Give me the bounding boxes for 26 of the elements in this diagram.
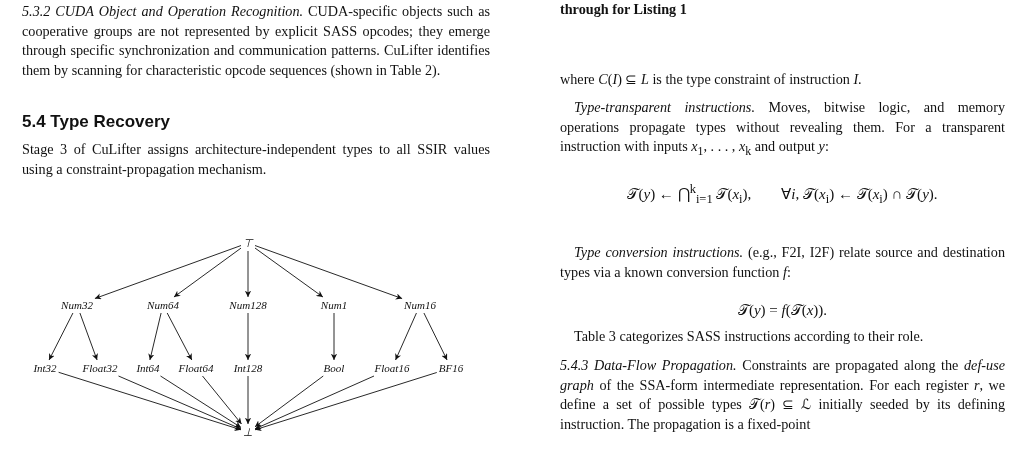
- type-label: ⊤: [243, 237, 253, 249]
- paragraph: Type conversion instructions. (e.g., F2I, I2F) relate source and destination types via a known conversion function f:: [560, 243, 1005, 282]
- type-label: Num1: [320, 299, 348, 311]
- paragraph: Type-transparent instructions. Moves, bitwise logic, and memory operations propagate types without revealing them. For a transparent instruction with inputs x$_{1}$, . . . , x$_{k}$ and output y:: [560, 98, 1005, 160]
- type-label: Num32: [61, 299, 93, 311]
- type-label: Bool: [323, 362, 345, 374]
- type-label: ⊥: [243, 426, 253, 438]
- type-label: Float16: [374, 362, 410, 374]
- paragraph: 5.3.2 CUDA Object and Operation Recognition. CUDA-specific objects such as cooperative groups are not represented by explicit SASS opcodes; they emerge through specific synchronization and communication patterns. CuLifter identifies them by scanning for characteristic opcode sequences (shown in Table 2).: [22, 2, 490, 80]
- type-label: Float32: [82, 362, 118, 374]
- heading: 5.4 Type Recovery: [22, 112, 172, 132]
- type-label: Num128: [229, 299, 267, 311]
- type-label: BF16: [438, 362, 464, 374]
- math-formula: 𝒯(y) = f(𝒯(x)).: [736, 301, 829, 320]
- type-label: Num64: [147, 299, 179, 311]
- type-label: Float64: [178, 362, 214, 374]
- heading: through for Listing 1: [560, 0, 688, 19]
- type-label: Int64: [136, 362, 160, 374]
- type-label: Int128: [233, 362, 263, 374]
- paragraph: 5.4.3 Data-Flow Propagation. Constraints are propagated along the def-use graph of the SSA-form intermediate representation. For each register r, we define a set of possible types 𝒯(r) ⊆ ℒ initially seeded by its defining instruction. The propagation is a fixed-point: [560, 356, 1005, 434]
- type-label: Num16: [404, 299, 436, 311]
- math-formula: 𝒯(y) ← ⋂$^{k}$$_{i=1}$ 𝒯(x$_{i}$), ∀i, 𝒯(x$_{i}$) ← 𝒯(x$_{i}$) ∩ 𝒯(y).: [626, 181, 939, 208]
- paragraph: Stage 3 of CuLifter assigns architecture-independent types to all SSIR values using a constraint-propagation mechanism.: [22, 140, 490, 179]
- type-label: Int32: [33, 362, 57, 374]
- paragraph: Table 3 categorizes SASS instructions according to their role.: [573, 327, 925, 346]
- paragraph: where C(I) ⊆ L is the type constraint of instruction I.: [560, 70, 863, 89]
